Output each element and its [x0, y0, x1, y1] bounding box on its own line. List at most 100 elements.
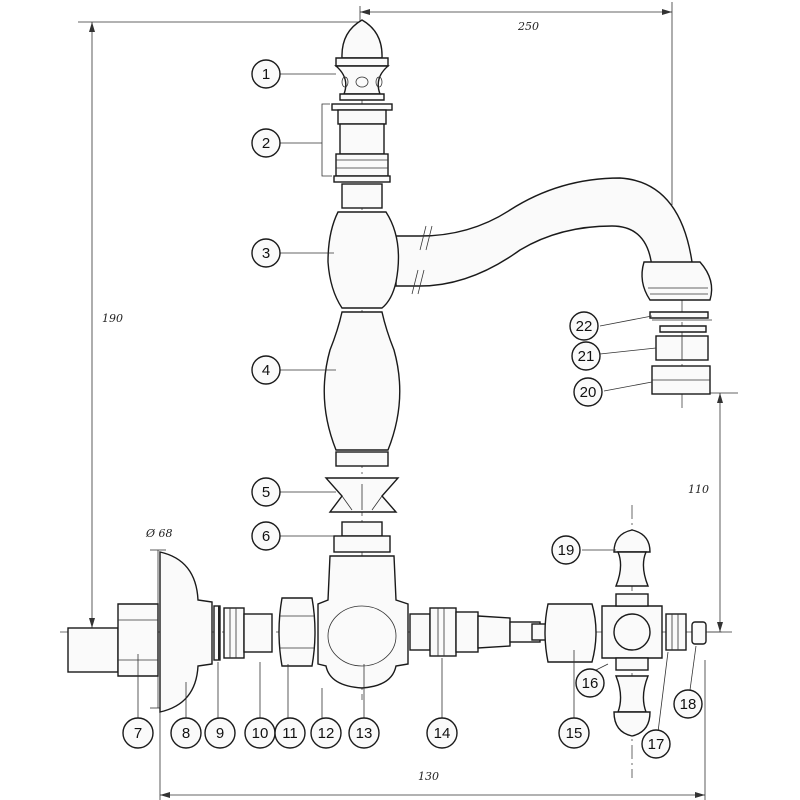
- connector-parts-10-11: [223, 607, 273, 659]
- callout-19: 19: [551, 535, 581, 565]
- aerator-parts: [649, 311, 712, 395]
- callout-20-label: 20: [580, 384, 597, 401]
- callout-6-label: 6: [262, 528, 270, 545]
- valve-body-part-16: [601, 593, 663, 671]
- callout-4-label: 4: [262, 362, 270, 379]
- callout-13: 13: [348, 717, 380, 749]
- dim-250-arrow-right: [662, 9, 672, 15]
- nut-part-6: [333, 521, 391, 553]
- callout-5: 5: [251, 477, 281, 507]
- sleeve-part-15: [544, 603, 597, 663]
- callout-12: 12: [310, 717, 342, 749]
- callout-9-circle: [204, 717, 236, 749]
- callout-15-label: 15: [566, 725, 583, 742]
- callout-11-label: 11: [282, 725, 298, 742]
- callout-5-circle: [251, 477, 281, 507]
- callout-20: 20: [573, 377, 603, 407]
- callout-22: 22: [569, 311, 599, 341]
- callout-3-label: 3: [262, 245, 270, 262]
- callout-18-circle: [673, 689, 703, 719]
- callout-15: 15: [558, 717, 590, 749]
- callout-17: 17: [641, 729, 671, 759]
- escutcheon-part-8: [159, 551, 213, 713]
- stub-part-7: [67, 603, 159, 677]
- ring-part-17: [665, 613, 687, 651]
- dim-130-label: 130: [418, 770, 439, 783]
- dim-diameter-label: Ø 68: [145, 527, 173, 540]
- sleeve-part-2: [331, 103, 393, 209]
- callout-8: 8: [170, 717, 202, 749]
- callout-13-circle: [348, 717, 380, 749]
- vertical-column: [317, 19, 713, 689]
- dim-250-label: 250: [517, 20, 539, 33]
- dim-110-arrow-top: [717, 393, 723, 403]
- callout-9: 9: [204, 717, 236, 749]
- callout-16-circle: [575, 668, 605, 698]
- callout-10: 10: [244, 717, 276, 749]
- callout-21-circle: [571, 341, 601, 371]
- callout-8-label: 8: [182, 725, 190, 742]
- callout-22-label: 22: [576, 318, 593, 335]
- callout-6-circle: [251, 521, 281, 551]
- callout-7: 7: [122, 717, 154, 749]
- callout-4: 4: [251, 355, 281, 385]
- callout-19-label: 19: [558, 542, 575, 559]
- callout-1-circle: [251, 59, 281, 89]
- callout-11-circle: [274, 717, 306, 749]
- callout-1: 1: [251, 59, 281, 89]
- handle-bottom: [613, 675, 651, 737]
- finial-part-1: [334, 19, 390, 101]
- callout-21: 21: [571, 341, 601, 371]
- callout-17-label: 17: [648, 736, 665, 753]
- callout-15-circle: [558, 717, 590, 749]
- dim-130-arrow-right: [695, 792, 705, 798]
- callout-13-label: 13: [356, 725, 373, 742]
- dim-250-arrow-left: [360, 9, 370, 15]
- callout-14: 14: [426, 717, 458, 749]
- callout-1-label: 1: [262, 66, 270, 83]
- callout-6: 6: [251, 521, 281, 551]
- callout-14-circle: [426, 717, 458, 749]
- callout-3-circle: [251, 238, 281, 268]
- callout-5-label: 5: [262, 484, 270, 501]
- callout-14-label: 14: [434, 725, 451, 742]
- callouts: 1 2 3 4 5 6 7 8: [122, 59, 703, 759]
- leader-lines: [137, 73, 697, 733]
- callout-22-circle: [569, 311, 599, 341]
- callout-11: 11: [274, 717, 306, 749]
- callout-2-circle: [251, 128, 281, 158]
- handle-top-part-19: [613, 529, 651, 587]
- gasket-part-9: [213, 605, 221, 661]
- callout-20-circle: [573, 377, 603, 407]
- callout-12-label: 12: [318, 725, 335, 742]
- collar-part-5: [324, 477, 400, 513]
- callout-18-label: 18: [680, 696, 697, 713]
- callout-16-label: 16: [582, 675, 599, 692]
- dim-110-arrow-bottom: [717, 622, 723, 632]
- callout-8-circle: [170, 717, 202, 749]
- base-body-part-13: [317, 555, 409, 689]
- dimension-lines: 190 250 110 130 Ø 68: [78, 2, 738, 800]
- callout-19-circle: [551, 535, 581, 565]
- cartridge-part-14: [409, 607, 547, 657]
- callout-2: 2: [251, 128, 281, 158]
- callout-17-circle: [641, 729, 671, 759]
- cap-part-18: [691, 621, 707, 645]
- dim-110-label: 110: [688, 483, 709, 496]
- callout-7-label: 7: [134, 725, 142, 742]
- callout-16: 16: [575, 668, 605, 698]
- callout-21-label: 21: [578, 348, 595, 365]
- nut-part-12: [278, 597, 316, 667]
- dim-190-label: 190: [102, 312, 123, 325]
- horizontal-assembly: [67, 529, 707, 737]
- callout-18: 18: [673, 689, 703, 719]
- callout-3: 3: [251, 238, 281, 268]
- callout-9-label: 9: [216, 725, 224, 742]
- callout-10-label: 10: [252, 725, 269, 742]
- spout: [395, 177, 713, 301]
- dim-130-arrow-left: [160, 792, 170, 798]
- callout-2-label: 2: [262, 135, 270, 152]
- callout-4-circle: [251, 355, 281, 385]
